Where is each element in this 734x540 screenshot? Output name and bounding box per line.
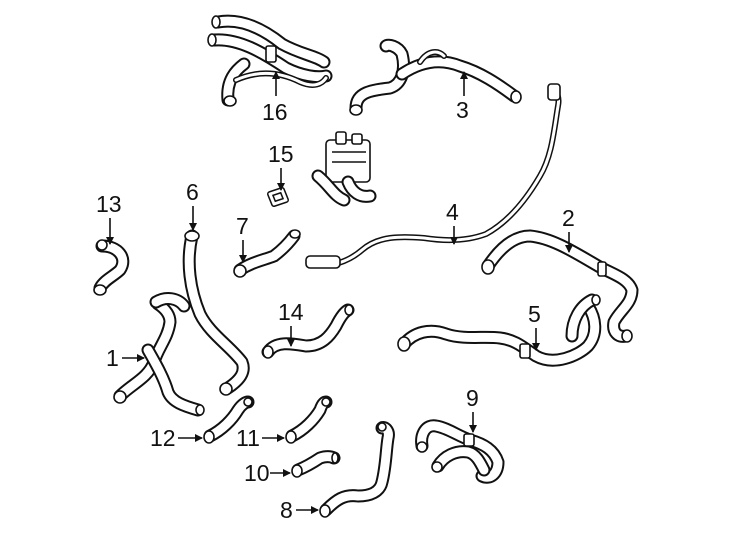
callout-16: 16 [262,71,288,125]
callout-11: 11 [236,425,285,451]
part-2-hose [481,229,639,343]
callout-2-number: 2 [562,205,575,231]
callout-8-number: 8 [280,497,293,523]
part-9-hose [415,419,505,484]
part-5-hose [397,293,602,367]
callout-15-number: 15 [268,141,294,167]
callout-7-number: 7 [236,213,249,239]
callout-16-number: 16 [262,99,288,125]
callout-6-number: 6 [186,179,199,205]
part-7-hose [233,229,301,278]
part-14-hose [261,303,355,359]
callout-2: 2 [562,205,575,253]
callout-11-number: 11 [236,425,260,451]
callout-3: 3 [456,71,469,123]
callout-4: 4 [446,199,459,245]
part-13-elbow [93,239,130,296]
callout-12-number: 12 [150,425,176,451]
callout-8: 8 [280,497,319,523]
callout-6: 6 [186,179,199,231]
callout-3-number: 3 [456,97,469,123]
callout-10-number: 10 [244,460,270,486]
part-12-hose [203,395,255,444]
callout-14: 14 [278,299,304,347]
callout-9: 9 [466,385,479,433]
callout-5-number: 5 [528,301,541,327]
part-1-hose [113,292,205,417]
callout-10: 10 [244,460,291,486]
part-10-hose [291,450,341,478]
part-3-hose [349,38,522,116]
part-8-hose [319,421,395,518]
callout-13-number: 13 [96,191,122,217]
callout-5: 5 [528,301,541,351]
callout-4-number: 4 [446,199,459,225]
callout-14-number: 14 [278,299,304,325]
callout-9-number: 9 [466,385,479,411]
callout-1-number: 1 [106,345,119,371]
callout-1: 1 [106,345,145,371]
valve-assembly [311,131,377,207]
part-4-pipe [305,83,562,269]
callout-12: 12 [150,425,203,451]
part-16-manifold [207,14,333,107]
part-6-hose [182,229,250,396]
callout-13: 13 [96,191,122,245]
callout-15: 15 [268,141,294,191]
part-11-hose [285,395,333,444]
callout-7: 7 [236,213,249,263]
part-15-clip [267,187,289,207]
